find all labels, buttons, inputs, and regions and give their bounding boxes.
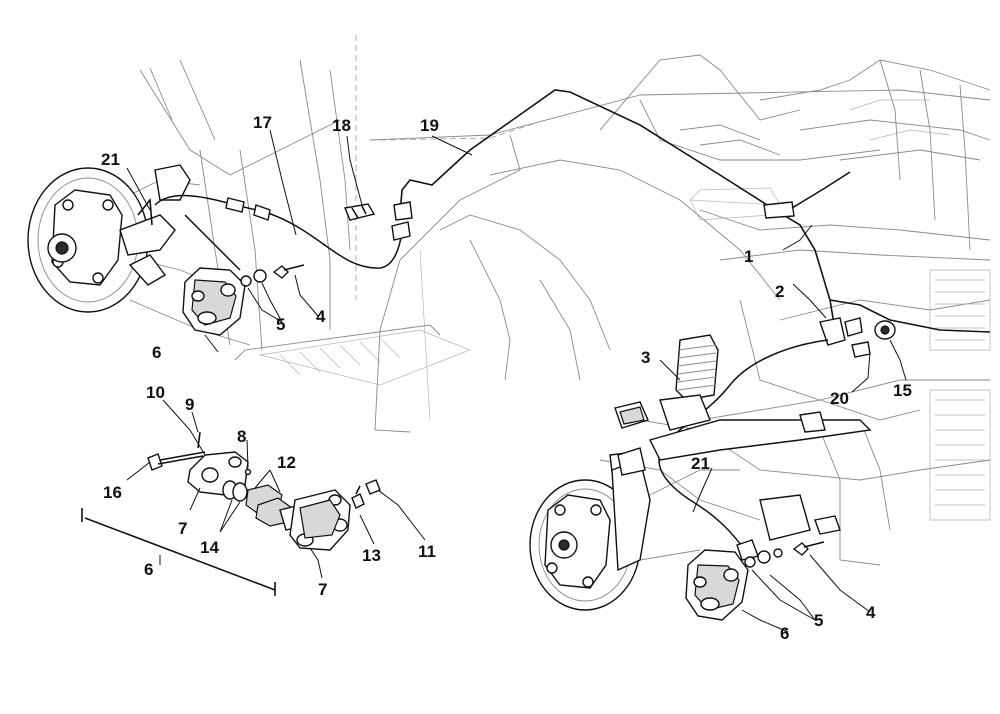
callout-17: 17: [253, 113, 272, 132]
callout-12: 12: [277, 453, 296, 472]
callout-18: 18: [332, 116, 351, 135]
left-banjo-bolt: [240, 264, 305, 287]
callout-5-right: 5: [814, 611, 823, 630]
callout-4-right: 4: [866, 603, 876, 622]
hose-clip: [344, 203, 376, 221]
callout-11: 11: [418, 542, 436, 561]
left-wheel-hub: [27, 164, 191, 313]
callout-21-left: 21: [101, 150, 120, 169]
callout-2: 2: [775, 282, 784, 301]
exploded-caliper-assembly: [81, 431, 381, 596]
callout-16: 16: [103, 483, 122, 502]
rigid-brake-line: [393, 89, 991, 333]
right-banjo-bolt: [744, 541, 825, 568]
callout-15: 15: [893, 381, 912, 400]
right-caliper: [685, 549, 749, 621]
callout-4-left: 4: [316, 307, 326, 326]
leader-lines: [126, 129, 907, 633]
callout-3: 3: [641, 348, 650, 367]
left-caliper: [182, 267, 246, 336]
callout-labels: 1 2 3 4 4 5 5 6 6 6 7 7 8 9 10 11 12 13 …: [101, 113, 912, 643]
vehicle-frame: [119, 35, 991, 566]
callout-20: 20: [830, 389, 849, 408]
callout-14: 14: [200, 538, 219, 557]
right-suspension-arm: [609, 411, 872, 541]
callout-7-bracket: 7: [178, 519, 187, 538]
callout-19: 19: [420, 116, 439, 135]
callout-13: 13: [362, 546, 381, 565]
right-shock-absorber: [614, 334, 719, 431]
callout-9: 9: [185, 395, 194, 414]
callout-5-left: 5: [276, 315, 285, 334]
callout-6-right: 6: [780, 624, 789, 643]
callout-7-body: 7: [318, 580, 327, 599]
callout-1: 1: [744, 247, 753, 266]
callout-6-left: 6: [152, 343, 161, 362]
left-brake-hose: [154, 194, 411, 271]
callout-6-assembly: 6: [144, 560, 153, 579]
callout-21-right: 21: [691, 454, 710, 473]
brake-tee-junction: [819, 317, 896, 358]
callout-8: 8: [237, 427, 246, 446]
callout-10: 10: [146, 383, 165, 402]
right-wheel-hub: [529, 447, 651, 611]
